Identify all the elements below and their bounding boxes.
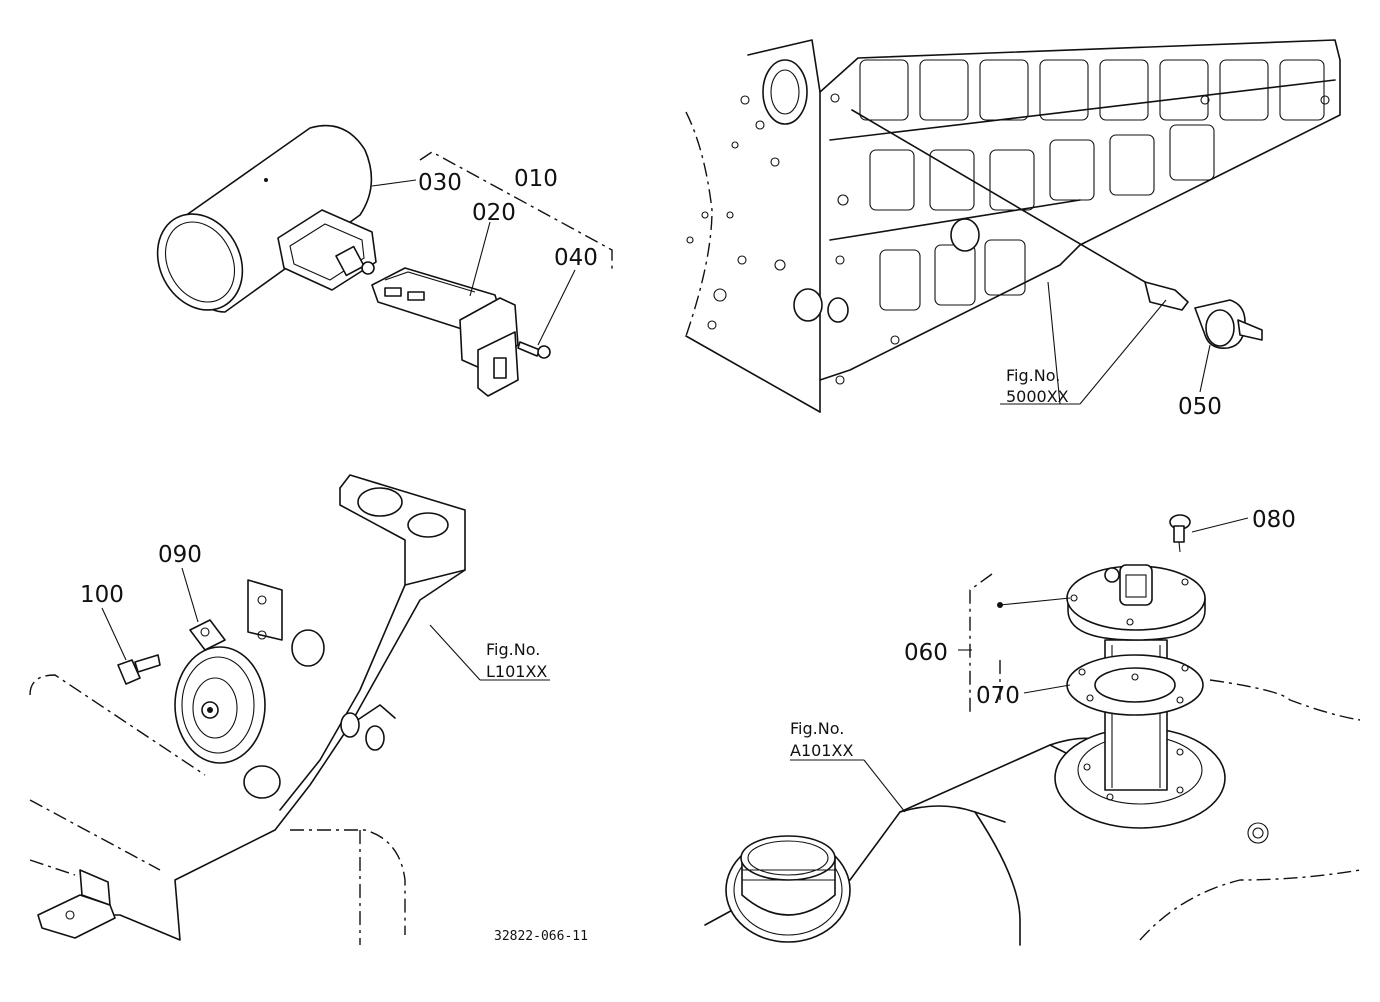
drawing-code: 32822-066-11 bbox=[494, 929, 588, 944]
filler-neck bbox=[725, 835, 851, 943]
horn-090 bbox=[174, 619, 266, 764]
label-070: 070 bbox=[976, 683, 1020, 709]
fig-number-frame: L101XX bbox=[486, 662, 547, 681]
label-020: 020 bbox=[472, 200, 516, 226]
label-040: 040 bbox=[554, 245, 598, 271]
engine-block-group: Fig.No. 5000XX 050 bbox=[685, 39, 1341, 420]
engine-ribs bbox=[859, 59, 1325, 311]
sensor-pipe-030 bbox=[156, 124, 373, 313]
air-flow-sensor-group: 030 010 020 040 bbox=[156, 124, 613, 397]
fuel-tank-group: 080 060 070 Fig.No. A101XX bbox=[704, 507, 1361, 946]
bolt-100 bbox=[117, 654, 161, 685]
fig-prefix-tank: Fig.No. bbox=[790, 719, 844, 738]
fig-number-engine: 5000XX bbox=[1006, 387, 1069, 406]
label-060: 060 bbox=[904, 640, 948, 666]
label-030: 030 bbox=[418, 170, 462, 196]
label-050: 050 bbox=[1178, 394, 1222, 420]
engine-holes bbox=[686, 93, 1330, 385]
screw-080 bbox=[1169, 514, 1191, 553]
fig-prefix-frame: Fig.No. bbox=[486, 640, 540, 659]
assembly-bracket-010 bbox=[419, 151, 613, 272]
sensor-housing bbox=[277, 209, 377, 291]
horn-frame-group: 090 100 Fig.No. L101XX 32822-066-11 bbox=[29, 474, 588, 945]
fig-prefix-engine: Fig.No. bbox=[1006, 366, 1060, 385]
screw-040 bbox=[517, 341, 551, 359]
fuel-gauge-060 bbox=[1066, 564, 1206, 641]
label-100: 100 bbox=[80, 582, 124, 608]
assembly-bracket-060 bbox=[969, 573, 993, 712]
label-080: 080 bbox=[1252, 507, 1296, 533]
fig-number-tank: A101XX bbox=[790, 741, 853, 760]
sensor-050 bbox=[1144, 281, 1263, 350]
gasket-070 bbox=[1066, 654, 1204, 716]
label-010: 010 bbox=[514, 166, 558, 192]
label-090: 090 bbox=[158, 542, 202, 568]
sensor-module-020 bbox=[371, 267, 519, 397]
